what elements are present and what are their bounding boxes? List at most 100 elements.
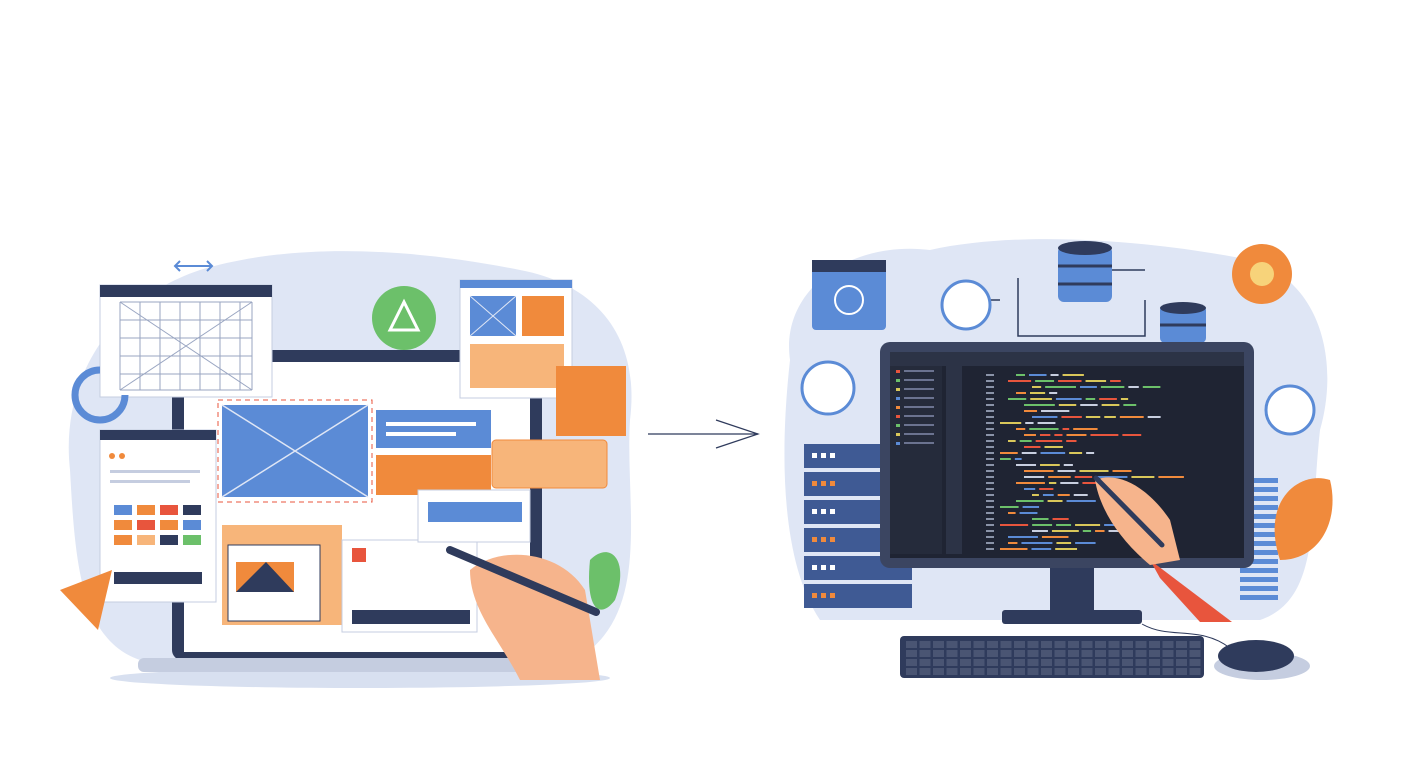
key xyxy=(1122,641,1133,648)
file-name xyxy=(904,370,934,372)
stripe xyxy=(1240,550,1278,555)
code-token xyxy=(1048,482,1057,484)
file-name xyxy=(904,433,934,435)
resize-arrow-icon xyxy=(173,260,214,272)
line-number xyxy=(986,494,994,496)
code-token xyxy=(1029,392,1046,394)
file-icon xyxy=(896,433,900,436)
server-led xyxy=(830,453,835,458)
line-number xyxy=(986,380,994,382)
stripe xyxy=(1240,487,1278,492)
database-badge-icon xyxy=(1264,384,1316,436)
key xyxy=(919,659,931,666)
key xyxy=(1068,659,1079,666)
key xyxy=(933,641,944,648)
keyboard-keys xyxy=(906,641,1201,675)
line-number xyxy=(986,386,994,388)
line-number xyxy=(986,446,994,448)
key xyxy=(1149,659,1160,666)
line-number xyxy=(986,452,994,454)
code-token xyxy=(1075,524,1101,526)
line-number xyxy=(986,416,994,418)
key xyxy=(1095,650,1106,657)
stripe xyxy=(1240,478,1278,483)
code-token xyxy=(1055,398,1082,400)
key xyxy=(1176,641,1187,648)
code-token xyxy=(1112,470,1132,472)
server-led xyxy=(830,509,835,514)
code-token xyxy=(1158,476,1184,478)
code-token xyxy=(1045,386,1076,388)
key xyxy=(973,668,985,675)
server-led xyxy=(812,593,817,598)
stripe xyxy=(1240,505,1278,510)
key xyxy=(919,668,931,675)
key xyxy=(1189,668,1201,675)
file-icon xyxy=(896,388,900,391)
key xyxy=(1189,650,1201,657)
line-number xyxy=(986,488,994,490)
key xyxy=(1162,641,1174,648)
database-icon xyxy=(1160,302,1206,343)
key xyxy=(1108,641,1120,648)
shadow-left xyxy=(110,668,610,688)
code-token xyxy=(1019,512,1038,514)
stripe xyxy=(1240,559,1278,564)
code-token xyxy=(1051,530,1079,532)
key xyxy=(1068,650,1079,657)
code-token xyxy=(1062,428,1070,430)
grid-wireframe-card xyxy=(99,284,273,398)
code-token xyxy=(1096,476,1128,478)
chat-bubble xyxy=(491,439,608,489)
key xyxy=(919,641,931,648)
key xyxy=(987,659,998,666)
code-token xyxy=(1008,380,1032,382)
code-token xyxy=(1039,434,1051,436)
code-token xyxy=(1099,398,1117,400)
code-token xyxy=(1040,464,1060,466)
key xyxy=(1027,659,1039,666)
key xyxy=(1176,668,1187,675)
server-led xyxy=(812,453,817,458)
key xyxy=(1162,659,1174,666)
key xyxy=(1027,641,1039,648)
server-led xyxy=(821,537,826,542)
server-led xyxy=(821,593,826,598)
code-token xyxy=(1024,470,1054,472)
key xyxy=(987,650,998,657)
key xyxy=(1108,659,1120,666)
palette-card xyxy=(99,429,217,603)
key xyxy=(1176,650,1187,657)
code-token xyxy=(1052,518,1069,520)
code-token xyxy=(1016,482,1045,484)
file-name xyxy=(904,388,934,390)
app-window-icon xyxy=(812,260,886,330)
code-token xyxy=(1035,440,1063,442)
code-token xyxy=(1032,524,1053,526)
key xyxy=(1054,659,1066,666)
code-token xyxy=(1122,434,1142,436)
code-token xyxy=(1000,548,1028,550)
code-token xyxy=(1104,416,1116,418)
code-token xyxy=(1147,416,1161,418)
code-token xyxy=(1024,404,1055,406)
code-token xyxy=(1142,386,1161,388)
server-led xyxy=(830,593,835,598)
line-number xyxy=(986,374,994,376)
key xyxy=(960,668,971,675)
key xyxy=(906,659,917,666)
key xyxy=(1000,650,1012,657)
code-token xyxy=(1019,440,1032,442)
code-token xyxy=(1066,434,1087,436)
code-token xyxy=(1016,500,1044,502)
code-token xyxy=(1022,506,1040,508)
code-token xyxy=(1008,536,1038,538)
code-scene xyxy=(784,239,1333,680)
code-token xyxy=(1031,548,1052,550)
key xyxy=(1054,650,1066,657)
monitor-stand xyxy=(1050,565,1094,613)
line-number xyxy=(986,518,994,520)
line-number xyxy=(986,410,994,412)
key xyxy=(1014,659,1025,666)
